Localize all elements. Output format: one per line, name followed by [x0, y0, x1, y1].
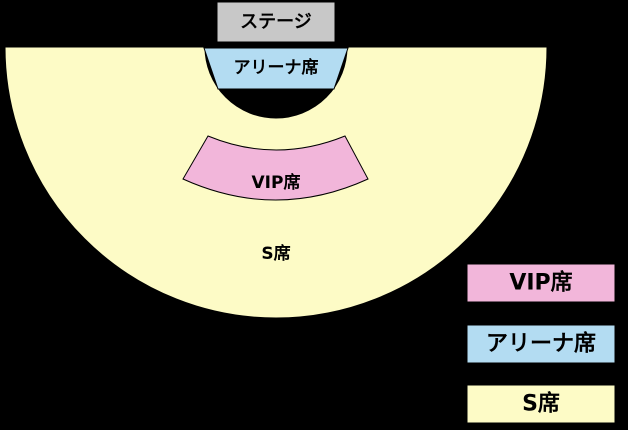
- legend: VIP席 アリーナ席 S席: [466, 263, 616, 424]
- arena-seat-area[interactable]: [203, 47, 349, 90]
- legend-swatch-vip: [466, 263, 616, 303]
- vip-seat-area[interactable]: [182, 135, 369, 201]
- s-seat-label: S席: [261, 243, 290, 264]
- stage: [216, 1, 336, 43]
- vip-seat-label: VIP席: [252, 172, 301, 193]
- legend-swatch-arena: [466, 324, 616, 364]
- arena-seat-label: アリーナ席: [234, 57, 319, 78]
- stage-label: ステージ: [240, 12, 312, 33]
- legend-label-s: S席: [522, 391, 560, 417]
- legend-label-vip: VIP席: [509, 270, 572, 296]
- legend-label-arena: アリーナ席: [486, 331, 596, 357]
- legend-swatch-s: [466, 384, 616, 424]
